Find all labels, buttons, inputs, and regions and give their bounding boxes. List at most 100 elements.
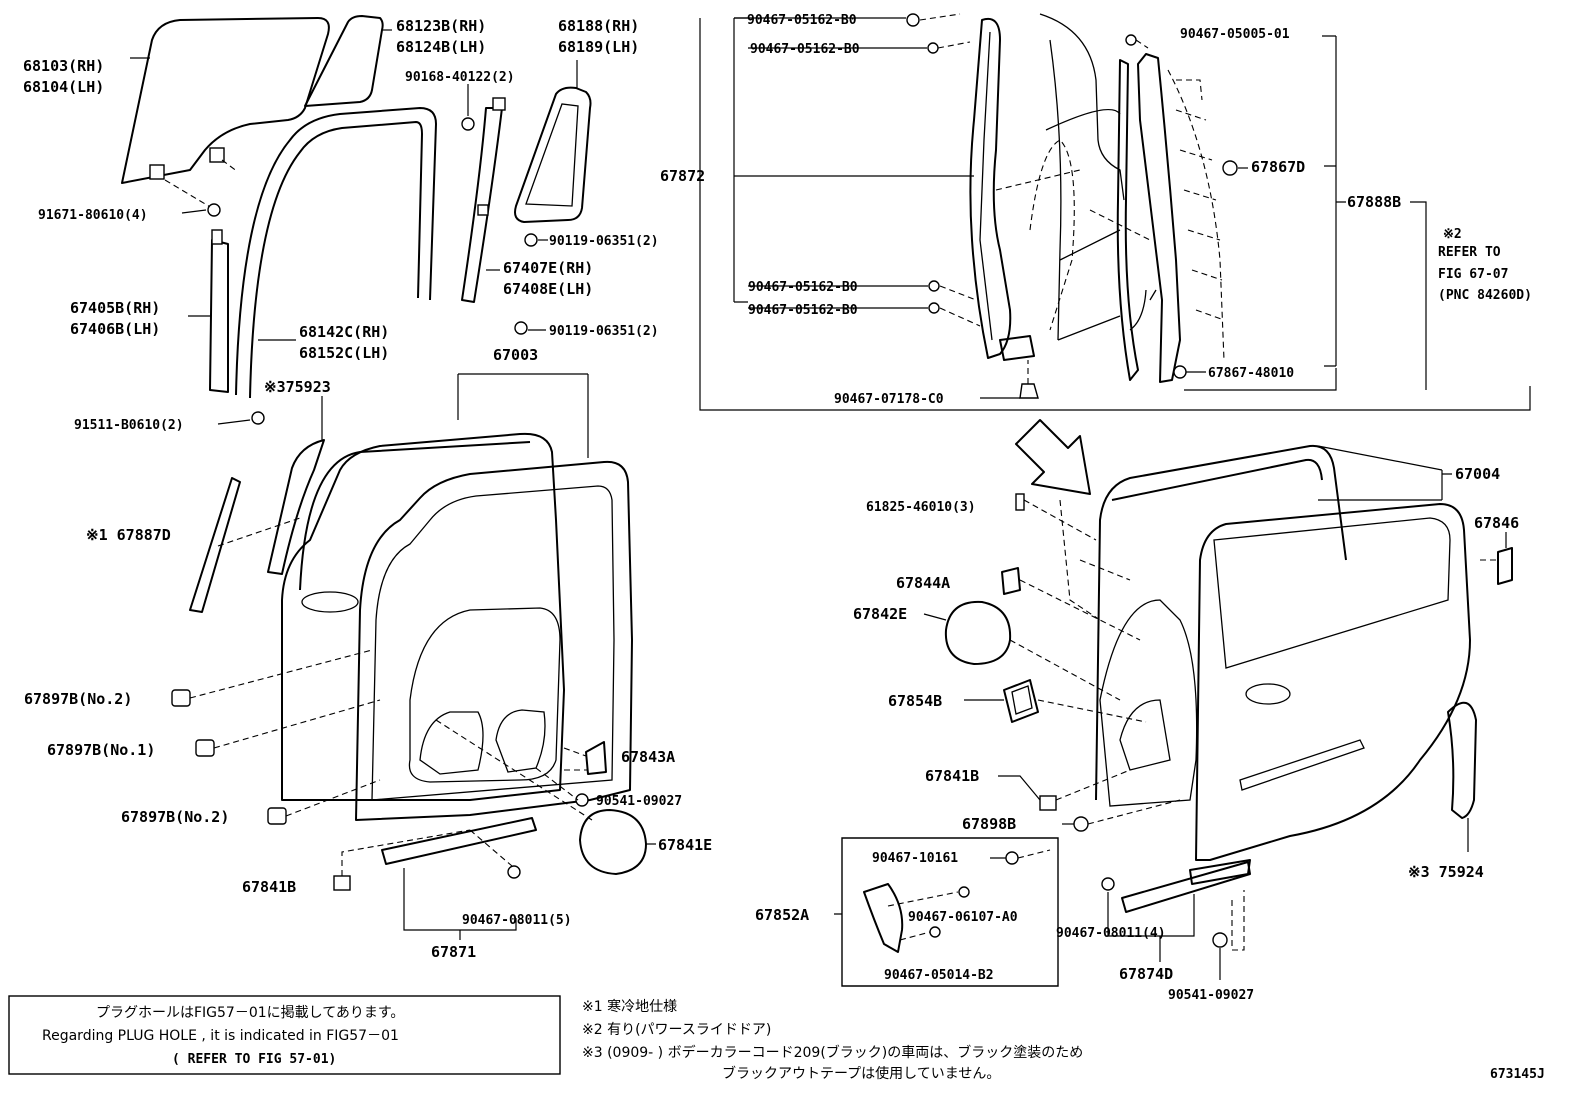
label-67874d: 67874D bbox=[1119, 965, 1173, 983]
label-90541-left: 90541-09027 bbox=[596, 794, 682, 809]
lower-garnish bbox=[863, 883, 904, 953]
rocker-moulding bbox=[381, 817, 537, 865]
clip-icon bbox=[928, 280, 940, 292]
bolt-icon bbox=[207, 203, 221, 217]
clip-icon bbox=[929, 926, 941, 938]
bolt-icon bbox=[251, 411, 265, 425]
label-67887d: ※1 67887D bbox=[86, 526, 171, 544]
footnote-3b: ブラックアウトテープは使用していません。 bbox=[722, 1065, 1000, 1082]
clip-icon bbox=[927, 42, 939, 54]
label-68104: 68104(LH) bbox=[23, 78, 104, 96]
footnote-2: ※2 有り(パワースライドドア) bbox=[582, 1022, 771, 1038]
direction-arrow bbox=[1015, 419, 1091, 495]
plug-no2-upper bbox=[171, 689, 191, 707]
clip-icon bbox=[1015, 493, 1025, 511]
screw-icon bbox=[524, 233, 538, 247]
label-67888b: 67888B bbox=[1347, 193, 1401, 211]
label-90467-05162-3: 90467-05162-B0 bbox=[748, 280, 858, 295]
label-90467-07178: 90467-07178-C0 bbox=[834, 392, 944, 407]
footnotes: ※1 寒冷地仕様 ※2 有り(パワースライドドア) ※3 (0909- ) ボデ… bbox=[582, 998, 1083, 1082]
quarter-glass bbox=[304, 15, 384, 107]
plug-no1 bbox=[195, 739, 215, 757]
clip-icon bbox=[1101, 877, 1115, 891]
label-67003: 67003 bbox=[493, 346, 538, 364]
clip-icon bbox=[461, 117, 475, 131]
clip-icon bbox=[1212, 932, 1228, 948]
cap-67841b-right bbox=[1039, 795, 1057, 811]
figure-id: 673145J bbox=[1490, 1067, 1545, 1082]
clip-icon bbox=[1173, 365, 1187, 379]
label-90467-08011-right: 90467-08011(4) bbox=[1056, 926, 1166, 941]
label-91671: 91671-80610(4) bbox=[38, 208, 148, 223]
screw-icon bbox=[514, 321, 528, 335]
clip-icon bbox=[507, 865, 521, 879]
label-67846: 67846 bbox=[1474, 514, 1519, 532]
footnote-1: ※1 寒冷地仕様 bbox=[582, 998, 677, 1015]
label-67841b-right: 67841B bbox=[925, 767, 979, 785]
label-68124b: 68124B(LH) bbox=[396, 38, 486, 56]
blackout-tape-rear bbox=[1447, 701, 1477, 819]
label-68188: 68188(RH) bbox=[558, 17, 639, 35]
label-67867-48010: 67867-48010 bbox=[1208, 366, 1294, 381]
label-68152c: 68152C(LH) bbox=[299, 344, 389, 362]
label-67897b-no2-upper: 67897B(No.2) bbox=[24, 690, 132, 708]
note-box-line-2: Regarding PLUG HOLE , it is indicated in… bbox=[42, 1028, 399, 1044]
label-68142c: 68142C(RH) bbox=[299, 323, 389, 341]
label-90467-05162-1: 90467-05162-B0 bbox=[747, 13, 857, 28]
clip-icon bbox=[906, 13, 920, 27]
note-box-line-3: ( REFER TO FIG 57-01) bbox=[172, 1052, 336, 1067]
label-90168: 90168-40122(2) bbox=[405, 70, 515, 85]
label-refer-pnc: (PNC 84260D) bbox=[1438, 288, 1532, 303]
belt-moulding bbox=[189, 477, 301, 613]
label-refer-to: REFER TO bbox=[1438, 245, 1501, 260]
glass-run-channel bbox=[235, 107, 437, 399]
bracket-67846 bbox=[1497, 547, 1513, 585]
label-67897b-no1: 67897B(No.1) bbox=[47, 741, 155, 759]
rocker-moulding-right bbox=[1121, 861, 1251, 913]
sliding-door-weatherstrip bbox=[1116, 53, 1225, 383]
label-90467-10161: 90467-10161 bbox=[872, 851, 958, 866]
label-67408e: 67408E(LH) bbox=[503, 280, 593, 298]
label-67405b: 67405B(RH) bbox=[70, 299, 160, 317]
inside-handle-bezel bbox=[1003, 679, 1039, 723]
plug-no2-lower bbox=[267, 807, 287, 825]
body-opening bbox=[995, 13, 1151, 341]
label-61825: 61825-46010(3) bbox=[866, 500, 976, 515]
door-glass bbox=[121, 17, 330, 184]
label-67897b-no2-lower: 67897B(No.2) bbox=[121, 808, 229, 826]
clip-icon bbox=[1005, 851, 1019, 865]
label-90467-05005: 90467-05005-01 bbox=[1180, 27, 1290, 42]
label-67004: 67004 bbox=[1455, 465, 1500, 483]
label-67872: 67872 bbox=[660, 167, 705, 185]
label-90467-05162-2: 90467-05162-B0 bbox=[750, 42, 860, 57]
label-67898b: 67898B bbox=[962, 815, 1016, 833]
service-hole-cover bbox=[579, 809, 647, 875]
service-hole-cover-right bbox=[944, 600, 1012, 665]
label-75924: ※3 75924 bbox=[1408, 863, 1484, 881]
label-67852a: 67852A bbox=[755, 906, 809, 924]
label-67406b: 67406B(LH) bbox=[70, 320, 160, 338]
label-68189: 68189(LH) bbox=[558, 38, 639, 56]
plug-hole-note-box: プラグホールはFIG57－01に掲載してあります。 Regarding PLUG… bbox=[8, 995, 561, 1075]
quarter-window-frame bbox=[514, 86, 592, 223]
label-67841b-left: 67841B bbox=[242, 878, 296, 896]
label-67867d: 67867D bbox=[1251, 158, 1305, 176]
clip-icon bbox=[1222, 160, 1238, 176]
label-90467-06107: 90467-06107-A0 bbox=[908, 910, 1018, 925]
label-67871: 67871 bbox=[431, 943, 476, 961]
bracket-67844a bbox=[1001, 567, 1021, 595]
label-67407e: 67407E(RH) bbox=[503, 259, 593, 277]
clip-icon bbox=[928, 302, 940, 314]
label-68103: 68103(RH) bbox=[23, 57, 104, 75]
footnote-3a: ※3 (0909- ) ボデーカラーコード209(ブラック)の車両は、ブラック塗… bbox=[582, 1044, 1083, 1061]
label-91511: 91511-B0610(2) bbox=[74, 418, 184, 433]
rear-door-shell bbox=[281, 432, 633, 821]
clip-icon bbox=[958, 886, 970, 898]
label-90119-a: 90119-06351(2) bbox=[549, 234, 659, 249]
blackout-tape-front bbox=[267, 439, 325, 575]
label-67842e: 67842E bbox=[853, 605, 907, 623]
label-refer-fig: FIG 67-07 bbox=[1438, 267, 1508, 282]
rear-lower-channel bbox=[209, 229, 229, 393]
cap-67841b-left bbox=[333, 875, 351, 891]
label-90467-08011-left: 90467-08011(5) bbox=[462, 913, 572, 928]
